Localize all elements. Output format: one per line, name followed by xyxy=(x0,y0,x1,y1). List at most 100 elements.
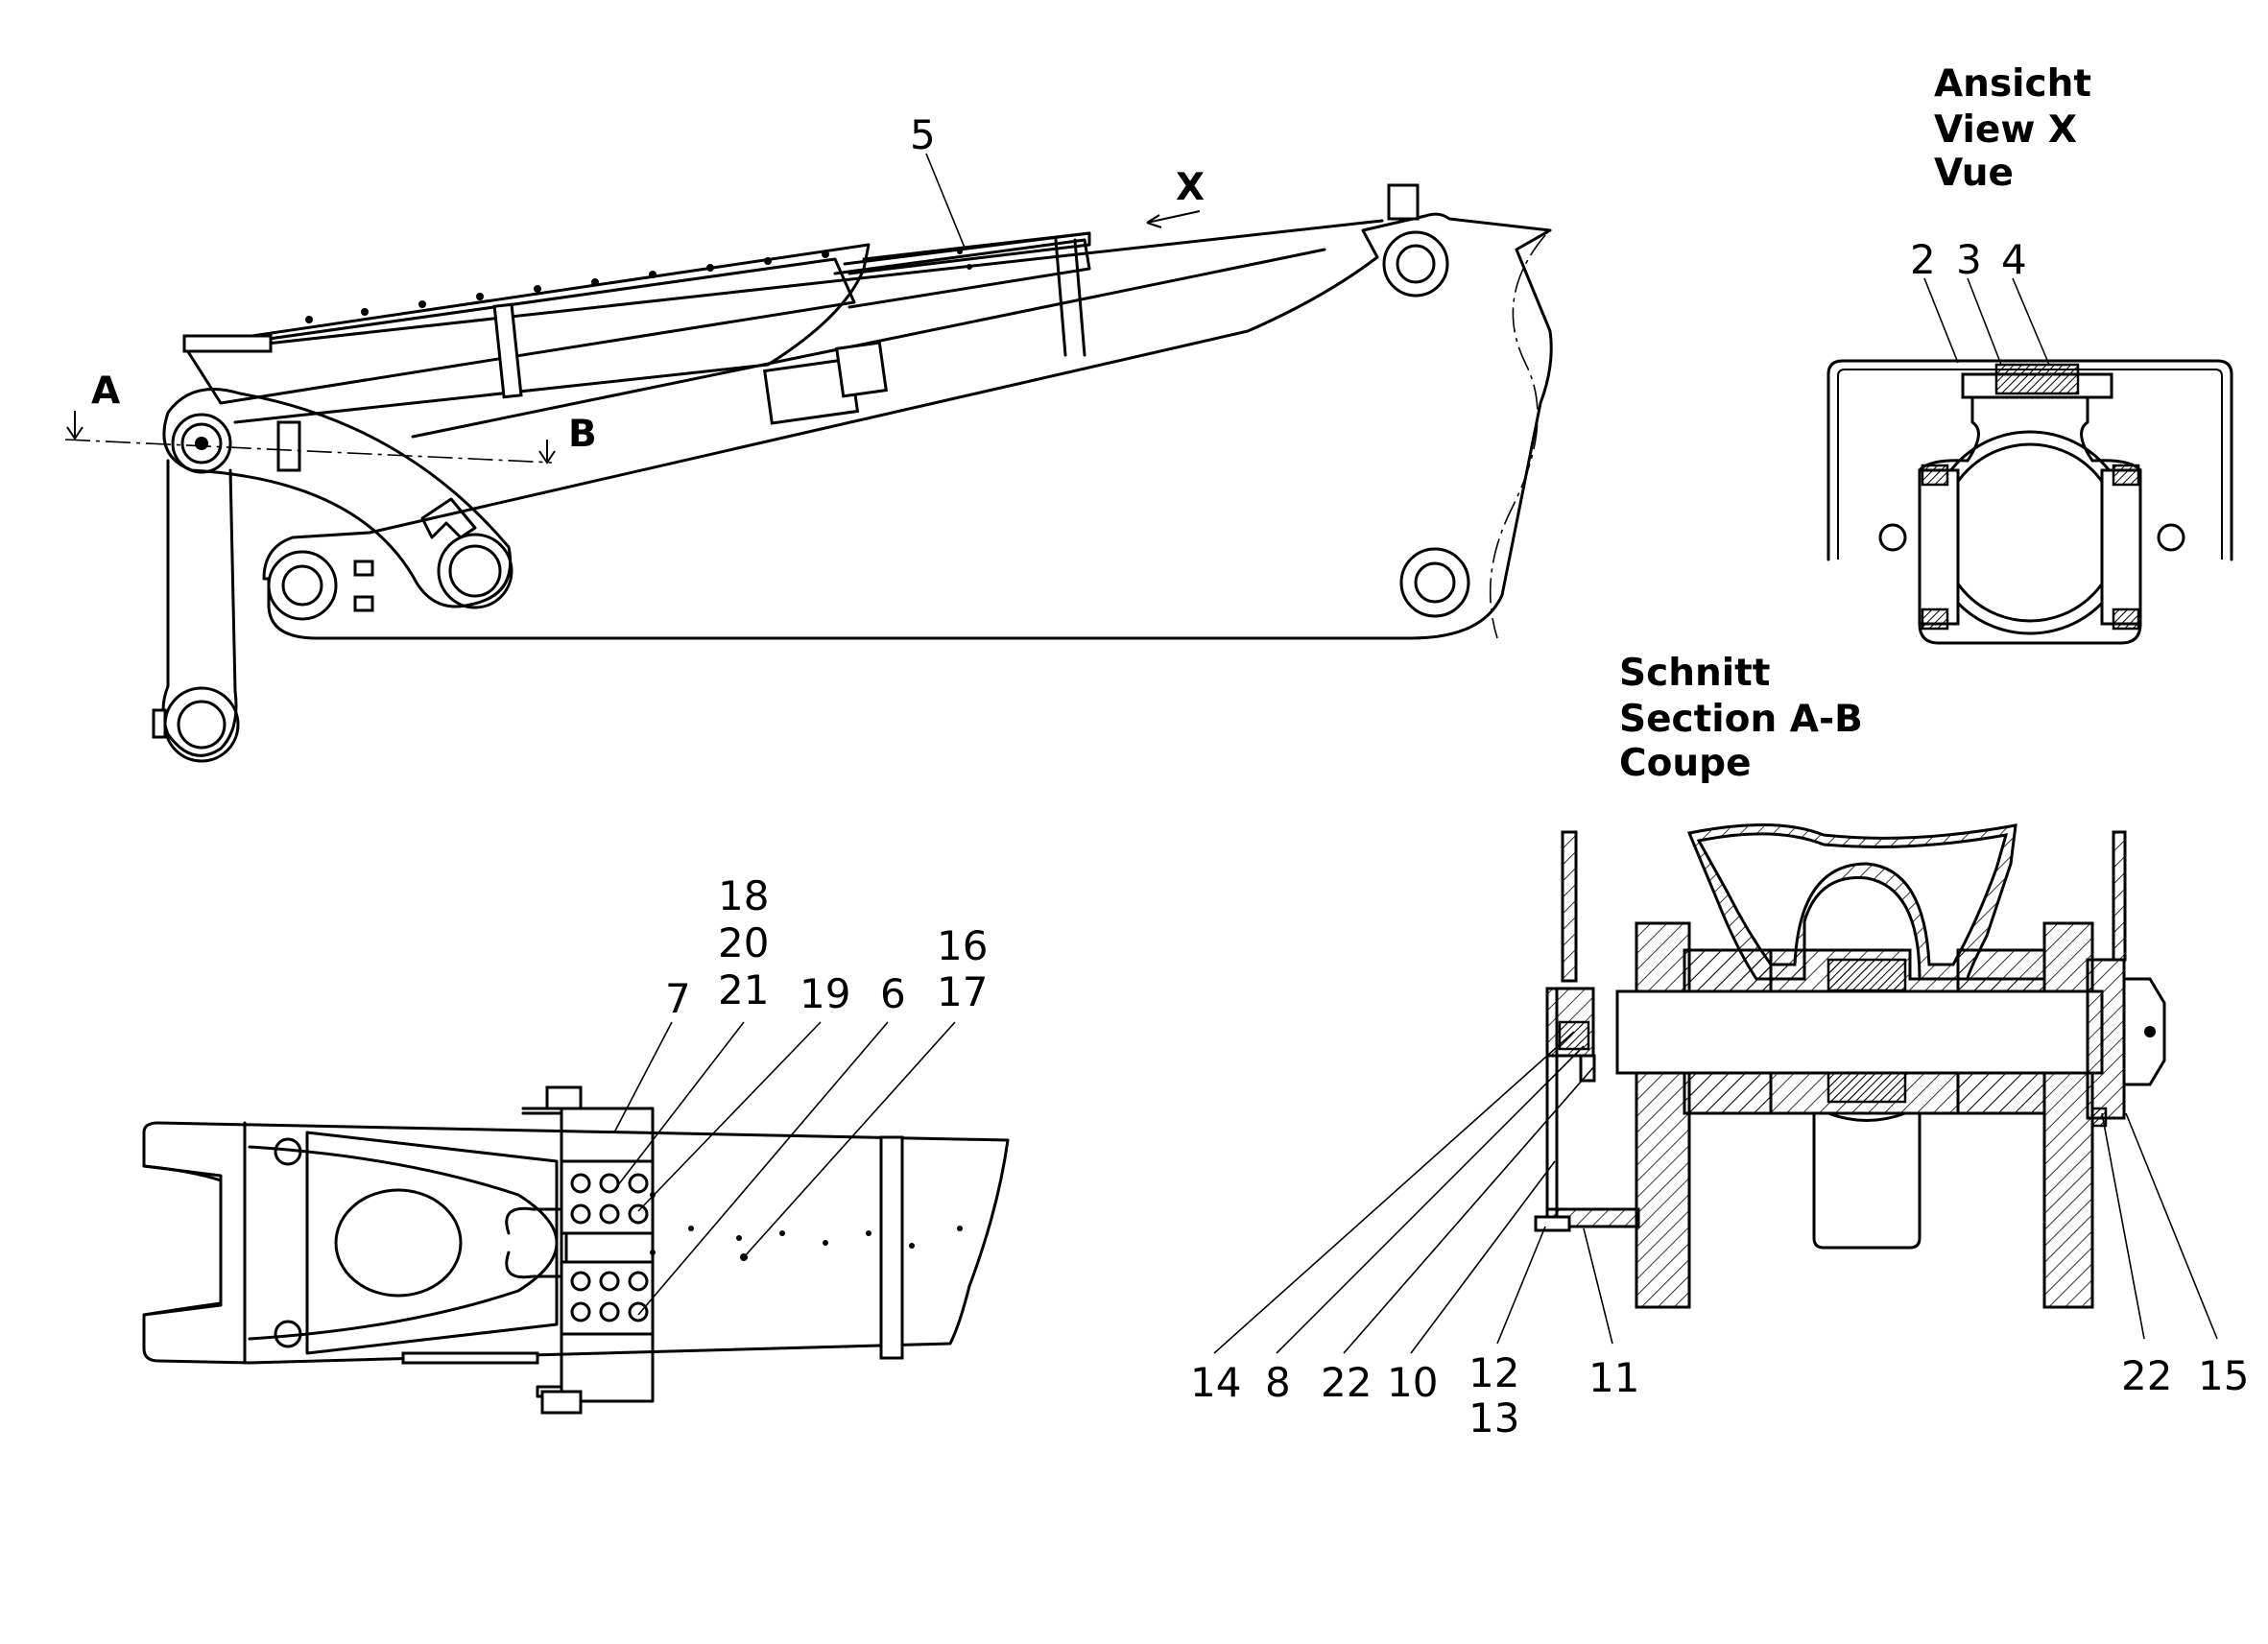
boom-hole-right-outer xyxy=(1399,547,1470,618)
callout-16: 16 xyxy=(937,922,988,969)
callout-2: 2 xyxy=(1910,236,1936,283)
callout-5: 5 xyxy=(910,111,936,158)
callout-13: 13 xyxy=(1468,1394,1519,1441)
leader-15 xyxy=(2125,1112,2218,1340)
link-pivot-inner xyxy=(448,544,502,598)
link-arm xyxy=(162,388,513,608)
view-x-arrow xyxy=(1146,210,1201,228)
view-x-hole-right xyxy=(2157,523,2185,552)
section-keeper-left xyxy=(1558,1020,1590,1051)
callout-18: 18 xyxy=(718,872,769,919)
view-x-title-en: View X xyxy=(1934,108,2077,152)
callout-21: 21 xyxy=(718,966,769,1013)
callout-20: 20 xyxy=(718,919,769,966)
clamp-bracket xyxy=(560,1107,655,1403)
view-x: Ansicht View X Vue 2 3 4 xyxy=(1826,62,2233,645)
section-title-fr: Coupe xyxy=(1619,742,1752,785)
section-guard-left xyxy=(1561,830,1578,983)
leader-21 xyxy=(613,1021,745,1191)
section-bolt-right xyxy=(2090,1107,2108,1128)
view-x-nut-br xyxy=(2112,608,2140,631)
leader-17 xyxy=(743,1021,956,1258)
top-view-nozzle xyxy=(505,1206,568,1279)
boom-upper-edge xyxy=(248,219,1384,347)
top-view-yoke xyxy=(142,1121,247,1365)
callout-17: 17 xyxy=(937,968,988,1015)
section-pin-block-lower xyxy=(1826,1071,1907,1104)
top-pivot-core xyxy=(195,437,208,450)
section-rod-neck xyxy=(1826,1111,1907,1122)
leader-5 xyxy=(925,153,966,249)
cylinder-tube xyxy=(185,257,856,405)
guard-post xyxy=(492,302,523,399)
cylinder-rod xyxy=(833,238,1091,309)
cover-end-caps xyxy=(182,334,273,353)
callout-3: 3 xyxy=(1956,236,1982,283)
lower-pin-tab xyxy=(152,708,167,739)
drop-arm xyxy=(161,459,238,757)
section-title-de: Schnitt xyxy=(1619,652,1770,695)
callout-15: 15 xyxy=(2198,1352,2249,1399)
boom-hole-left-outer xyxy=(267,550,338,621)
leader-3 xyxy=(1967,277,2002,366)
top-view: 18 20 21 7 19 6 16 17 xyxy=(142,872,1010,1415)
leader-22a xyxy=(1343,1064,1596,1354)
tube-holes xyxy=(650,1192,963,1261)
top-view-opening xyxy=(334,1188,463,1298)
side-view: A B X 5 xyxy=(64,111,1553,763)
top-pivot-mid xyxy=(180,422,223,465)
leader-22b xyxy=(2101,1112,2145,1340)
top-mount xyxy=(1387,183,1420,221)
callout-10: 10 xyxy=(1387,1359,1438,1406)
view-x-bracket xyxy=(1918,395,2142,645)
top-view-frame xyxy=(142,1121,1010,1365)
leader-14 xyxy=(1213,1031,1575,1354)
top-view-pin-bottom xyxy=(274,1320,302,1348)
view-x-title-de: Ansicht xyxy=(1934,62,2091,106)
boom-hole-top-inner xyxy=(1396,244,1436,284)
view-x-nut-tr xyxy=(2112,464,2140,487)
callout-19: 19 xyxy=(800,970,850,1017)
view-x-guard xyxy=(1826,359,2233,561)
top-view-pin-top xyxy=(274,1137,302,1166)
callout-7: 7 xyxy=(665,975,691,1022)
cover-plate xyxy=(185,243,871,424)
callout-6: 6 xyxy=(880,970,906,1017)
callout-12: 12 xyxy=(1468,1349,1519,1396)
guard-rail xyxy=(862,231,1091,357)
leader-6 xyxy=(637,1021,889,1316)
boom-slot-1 xyxy=(353,560,374,577)
view-x-nut-bl xyxy=(1921,608,1949,631)
tube-band xyxy=(879,1135,904,1360)
leader-7 xyxy=(613,1021,673,1133)
callout-22-right: 22 xyxy=(2121,1352,2172,1399)
link-bracket xyxy=(420,497,477,539)
section-flange-right xyxy=(2042,921,2094,1309)
clamp-bottom-nut xyxy=(540,1390,583,1415)
section-bolt-left xyxy=(1579,1054,1596,1083)
marker-b: B xyxy=(568,413,597,456)
leader-10 xyxy=(1410,1160,1556,1354)
clamp-bolts-upper xyxy=(570,1173,649,1225)
leader-11 xyxy=(1583,1227,1613,1345)
section-pin-block xyxy=(1826,958,1907,992)
section-nut-pin xyxy=(2144,1026,2156,1037)
lower-pin-outer xyxy=(163,686,240,763)
bottom-bolt-strip xyxy=(401,1351,539,1365)
view-x-nut-tl xyxy=(1921,464,1949,487)
top-pivot-outer xyxy=(171,413,232,474)
section-arrow-a xyxy=(66,411,84,441)
section-pin xyxy=(1615,989,2104,1075)
section-line-ab xyxy=(64,439,553,464)
lower-pin-inner xyxy=(177,700,227,750)
boom-break-line xyxy=(1489,234,1546,639)
section-ab: Schnitt Section A-B Coupe xyxy=(1190,652,2249,1441)
boom-hole-top-outer xyxy=(1382,230,1449,298)
link-pivot-outer xyxy=(437,533,513,609)
view-x-clamp-right xyxy=(2100,468,2142,626)
clamp-bolts-lower xyxy=(570,1271,649,1322)
boom-hole-right-inner xyxy=(1414,561,1456,604)
boom-body xyxy=(262,212,1553,640)
section-washer-right xyxy=(2086,958,2126,1120)
